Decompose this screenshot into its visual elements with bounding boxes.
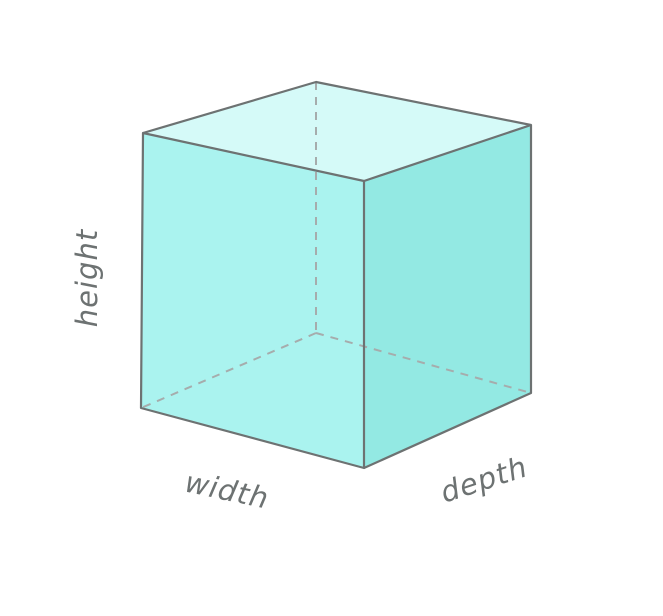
hidden-edges bbox=[140, 82, 532, 409]
height-label: height bbox=[70, 228, 104, 327]
width-label: width bbox=[182, 465, 272, 516]
cube-right-face bbox=[364, 125, 531, 468]
top-face-outline bbox=[142, 80, 532, 135]
hidden-edge-right bbox=[315, 332, 532, 394]
hidden-edge-left bbox=[140, 332, 317, 409]
right-face-outline bbox=[363, 123, 533, 470]
depth-label: depth bbox=[436, 450, 532, 510]
cube-top-face bbox=[143, 82, 531, 181]
cube-front-face bbox=[141, 133, 364, 468]
visible-edges bbox=[139, 80, 533, 470]
